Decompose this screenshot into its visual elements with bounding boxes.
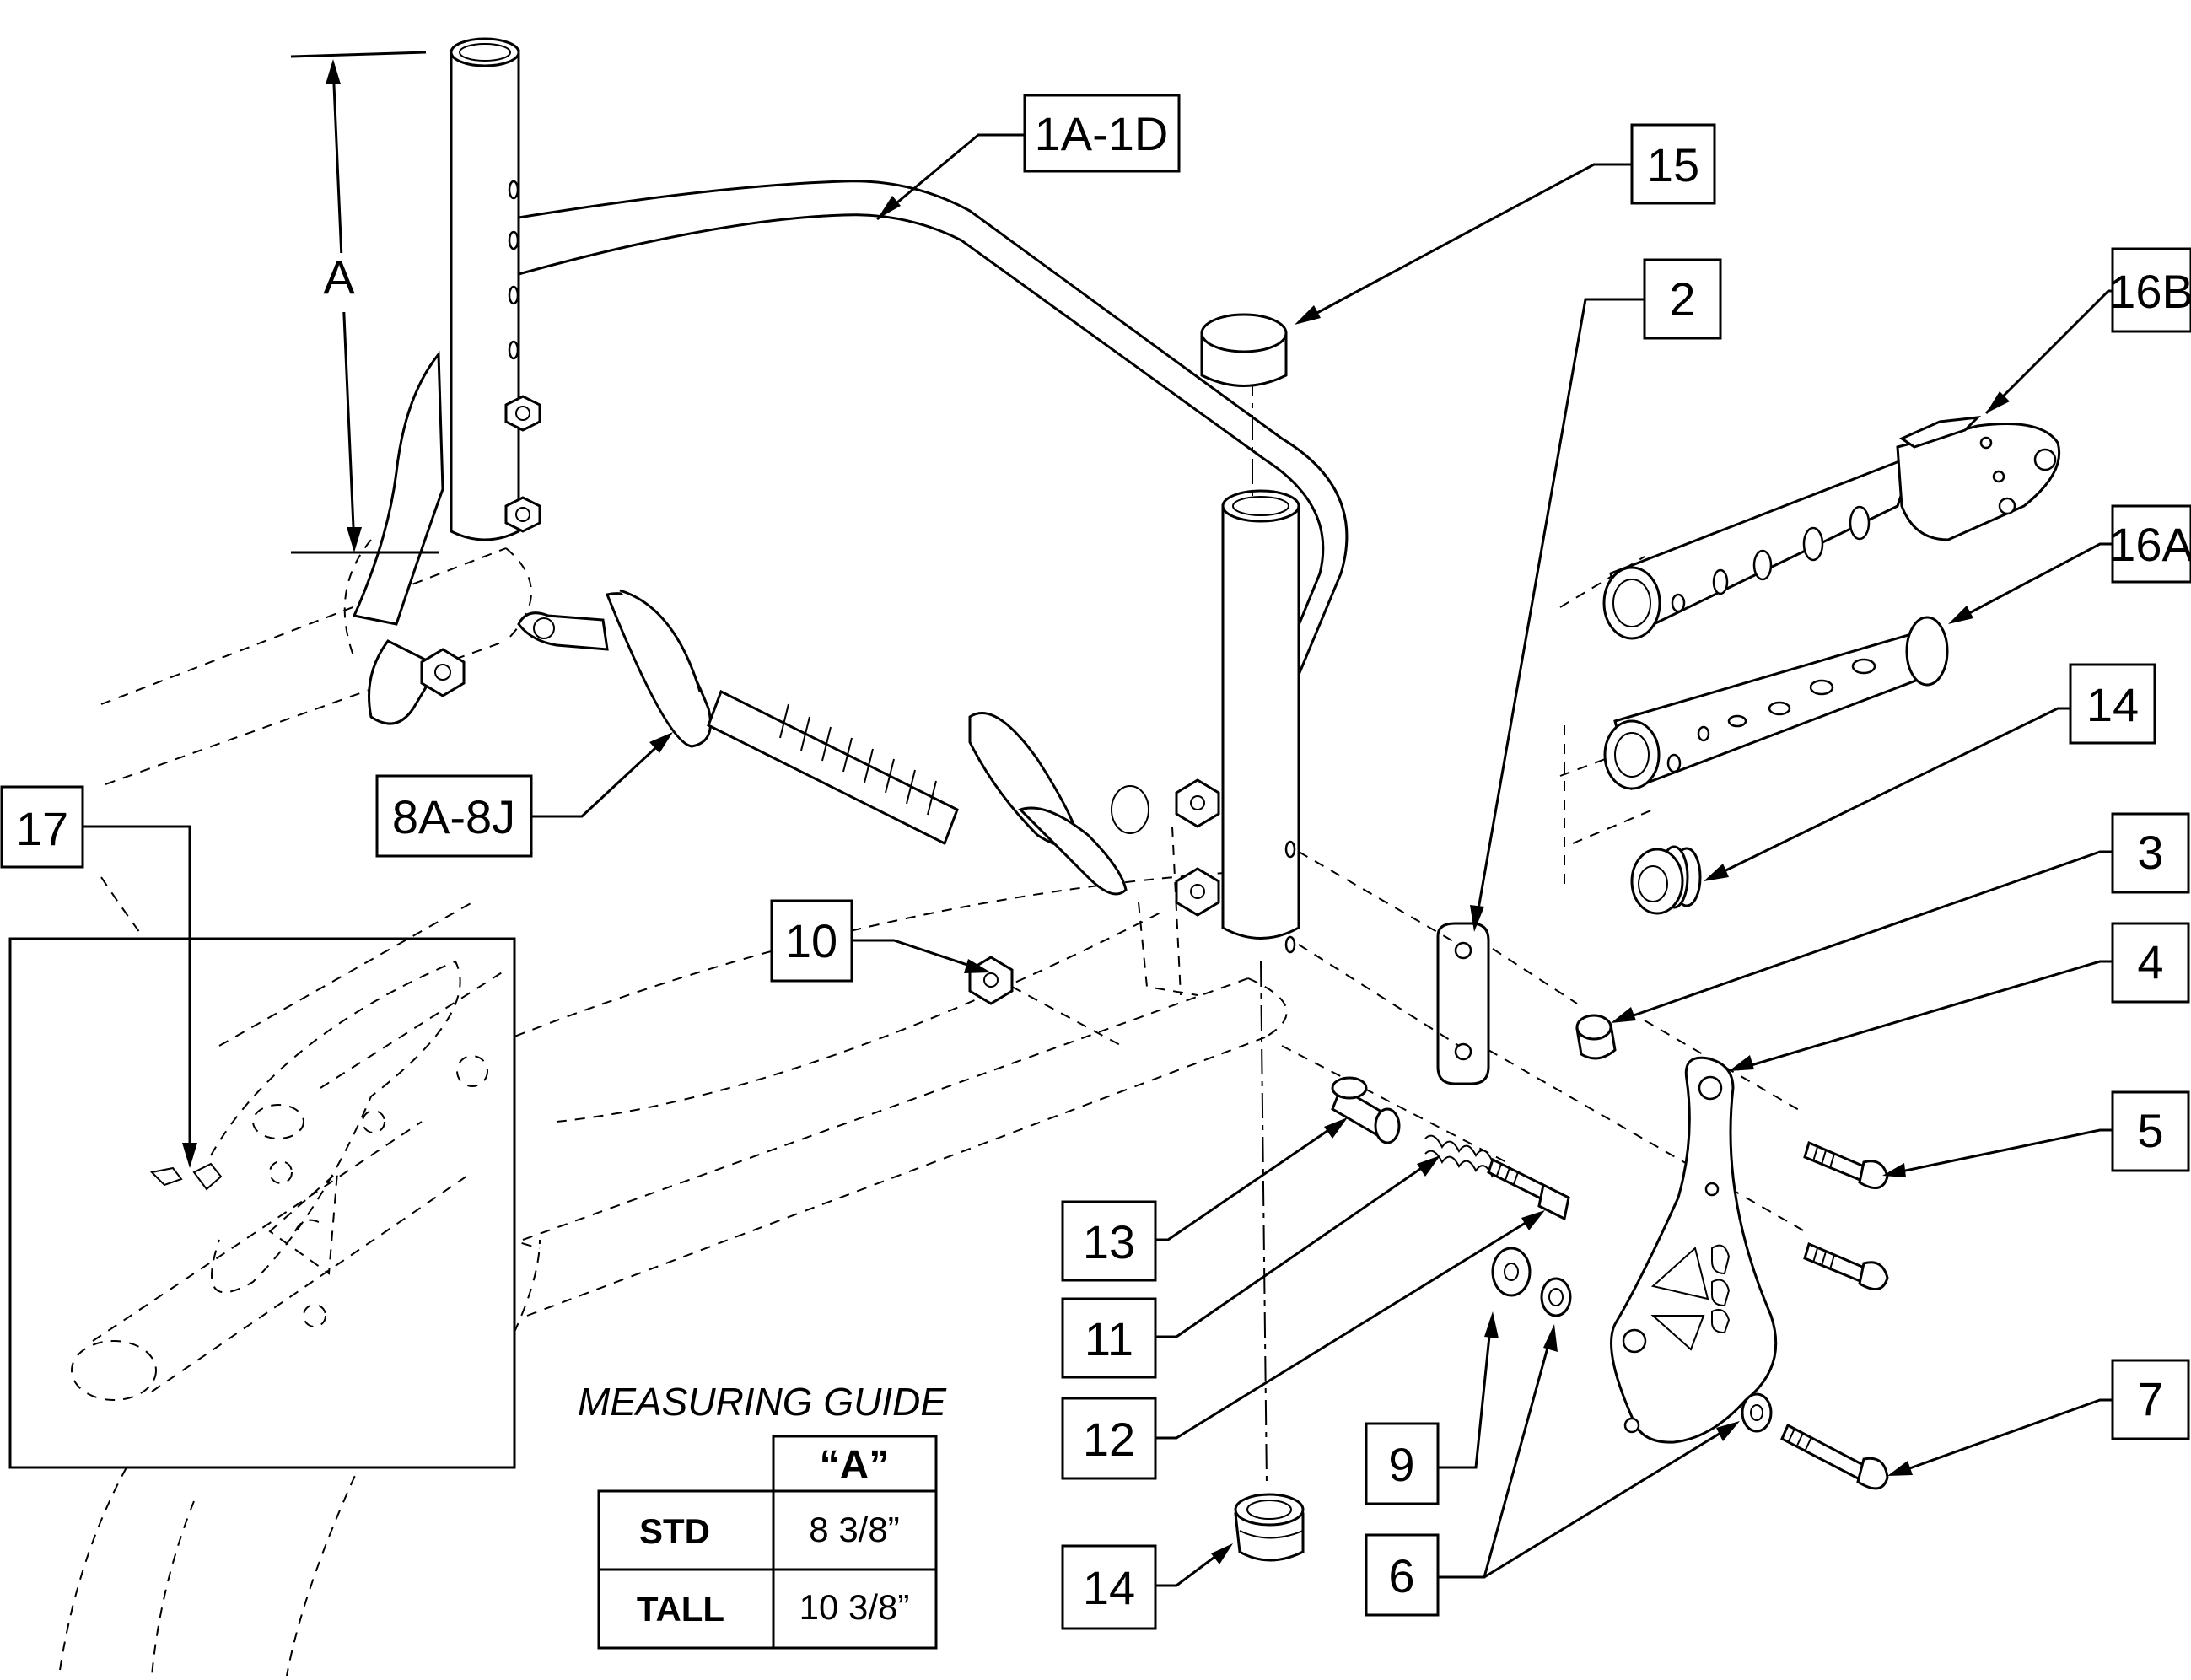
measuring-guide-header: “A”	[820, 1443, 890, 1488]
svg-text:5: 5	[2137, 1104, 2163, 1157]
measuring-guide-title: MEASURING GUIDE	[578, 1380, 947, 1424]
callout-10: 10	[770, 899, 853, 983]
dimension-a: A	[290, 51, 439, 554]
screw-5	[1803, 1140, 1889, 1190]
washer-6-left	[1540, 1277, 1572, 1317]
callout-2: 2	[1643, 258, 1722, 340]
side-plate	[1610, 1056, 1778, 1444]
dimension-a-label: A	[323, 250, 355, 304]
rubber-cap	[1200, 313, 1288, 387]
callout-1a-1d: 1A-1D	[1023, 94, 1181, 173]
measuring-guide-row-value: 8 3/8”	[809, 1510, 899, 1549]
svg-text:15: 15	[1647, 138, 1699, 191]
leader-lines	[83, 133, 2113, 1587]
bushing-13	[1331, 1076, 1401, 1144]
pin-12	[1487, 1157, 1570, 1221]
measuring-guide: MEASURING GUIDE “A” STD 8 3/8” TALL 10 3…	[578, 1380, 947, 1650]
svg-text:1A-1D: 1A-1D	[1035, 107, 1169, 160]
svg-text:16B: 16B	[2109, 265, 2191, 318]
measuring-guide-row-label: TALL	[637, 1589, 724, 1629]
svg-text:14: 14	[1083, 1561, 1135, 1614]
measuring-guide-row-value: 10 3/8”	[799, 1587, 910, 1627]
left-armrest-post	[352, 37, 541, 725]
svg-text:6: 6	[1388, 1549, 1414, 1602]
calf-strap	[517, 589, 1149, 896]
connecting-plate	[1436, 922, 1490, 1085]
callout-8a-8j: 8A-8J	[375, 774, 533, 858]
screw-lower	[1803, 1241, 1889, 1291]
hex-nut-lower	[1175, 867, 1220, 917]
washer-6-right	[1741, 1392, 1773, 1433]
callout-17: 17	[0, 785, 84, 869]
svg-text:4: 4	[2137, 935, 2163, 988]
callout-3: 3	[2111, 812, 2190, 894]
spring-11	[1424, 1134, 1494, 1178]
svg-text:11: 11	[1085, 1312, 1133, 1365]
screw-7	[1780, 1423, 1889, 1490]
callout-5: 5	[2111, 1090, 2190, 1172]
grommet-14-bottom	[1234, 1493, 1305, 1562]
grommet-14-top	[1630, 845, 1702, 915]
svg-text:3: 3	[2137, 826, 2163, 879]
callout-14-bottom: 14	[1061, 1544, 1157, 1630]
callout-13: 13	[1061, 1200, 1157, 1282]
callout-12: 12	[1061, 1397, 1157, 1480]
right-armrest-post	[1221, 489, 1300, 954]
callout-7: 7	[2111, 1359, 2190, 1440]
callout-16a: 16A	[2109, 504, 2191, 584]
callout-4: 4	[2111, 922, 2190, 1004]
socket-16a	[1603, 616, 1949, 791]
socket-16b	[1602, 416, 2061, 640]
svg-text:9: 9	[1388, 1438, 1414, 1491]
svg-text:17: 17	[16, 802, 68, 855]
spacer	[1575, 1014, 1617, 1060]
svg-text:13: 13	[1083, 1215, 1135, 1268]
inset-detail	[8, 902, 516, 1469]
callout-15: 15	[1630, 123, 1716, 205]
washer-9	[1491, 1247, 1532, 1297]
svg-text:14: 14	[2086, 678, 2139, 731]
svg-text:2: 2	[1669, 272, 1695, 326]
callout-6: 6	[1365, 1533, 1440, 1617]
measuring-guide-row-label: STD	[639, 1511, 710, 1551]
callout-14-top: 14	[2069, 663, 2156, 745]
callout-9: 9	[1365, 1422, 1440, 1505]
svg-text:12: 12	[1083, 1413, 1135, 1466]
svg-text:10: 10	[785, 914, 837, 967]
svg-text:8A-8J: 8A-8J	[392, 790, 515, 843]
hex-nut-upper	[1175, 778, 1220, 828]
callout-11: 11	[1061, 1297, 1157, 1379]
svg-text:7: 7	[2137, 1372, 2163, 1425]
callout-16b: 16B	[2109, 247, 2191, 333]
svg-text:16A: 16A	[2109, 518, 2191, 571]
